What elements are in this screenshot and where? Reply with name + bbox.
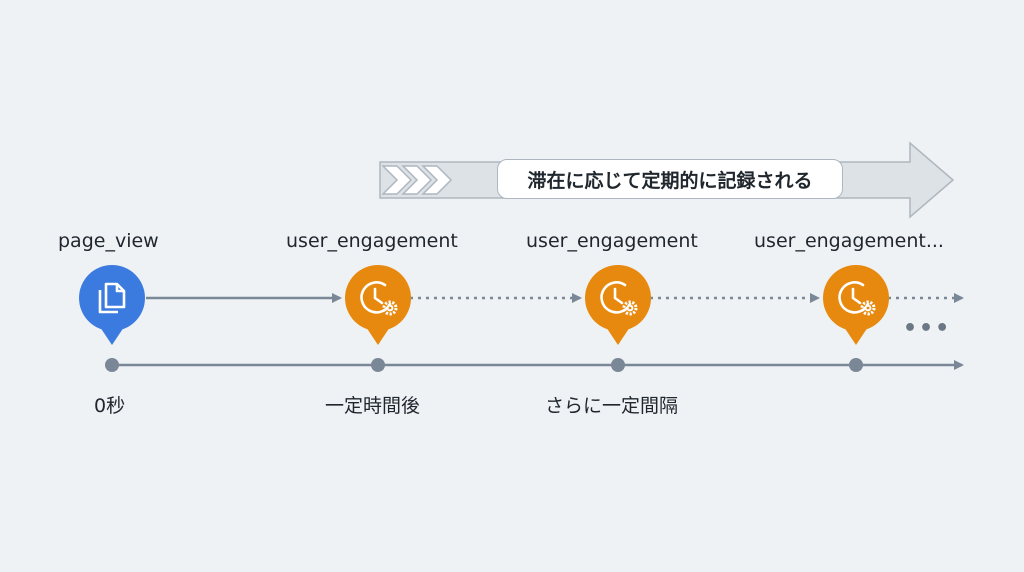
time-axis <box>105 358 964 372</box>
time-marker <box>849 358 863 372</box>
time-marker <box>371 358 385 372</box>
event-label-user-engagement-more: user_engagement... <box>754 230 944 252</box>
continuation-dots: ••• <box>903 316 952 341</box>
event-label-user-engagement: user_engagement <box>286 230 458 252</box>
clock-gear-icon <box>600 281 638 316</box>
time-marker <box>611 358 625 372</box>
event-pin-user-engagement-3 <box>823 265 889 345</box>
document-copy-icon <box>98 282 126 314</box>
time-label-after-interval: 一定時間後 <box>325 395 421 417</box>
banner-label: 滞在に応じて定期的に記録される <box>497 159 843 199</box>
time-label-next-interval: さらに一定間隔 <box>545 395 679 417</box>
event-pin-page-view <box>79 265 145 345</box>
clock-gear-icon <box>838 281 876 316</box>
time-label-start: 0秒 <box>94 395 126 417</box>
event-label-user-engagement: user_engagement <box>526 230 698 252</box>
event-label-page-view: page_view <box>58 230 159 252</box>
clock-gear-icon <box>360 281 398 316</box>
event-pin-user-engagement-1 <box>345 265 411 345</box>
chevron-icon <box>381 165 453 195</box>
event-pin-user-engagement-2 <box>585 265 651 345</box>
time-marker <box>105 358 119 372</box>
